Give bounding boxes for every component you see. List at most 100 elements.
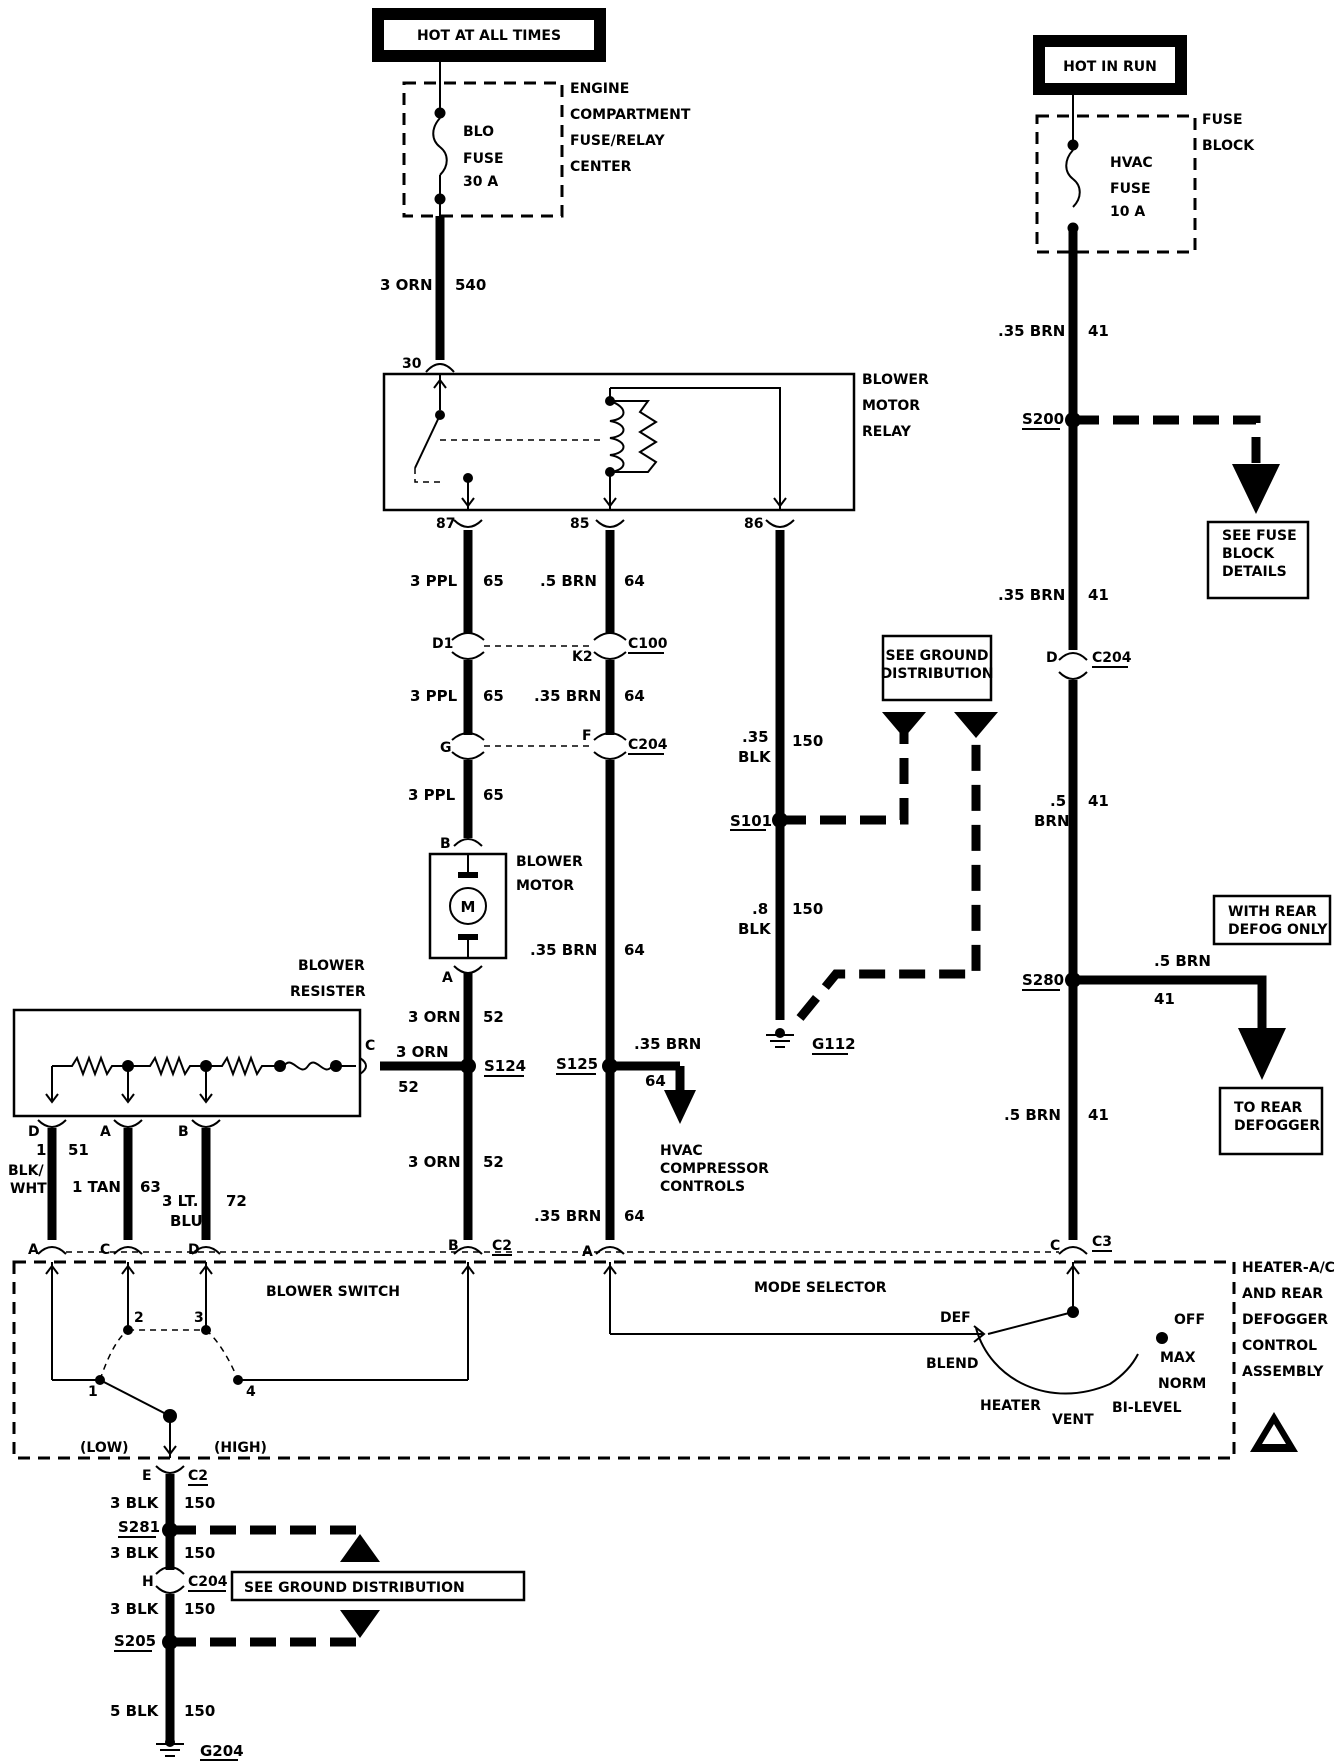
splice-s200: S200	[1022, 410, 1064, 428]
svg-text:51: 51	[68, 1141, 89, 1159]
blower-motor-relay	[382, 372, 856, 512]
svg-text:BLOCK: BLOCK	[1222, 546, 1275, 562]
svg-text:COMPARTMENT: COMPARTMENT	[570, 107, 691, 123]
svg-text:64: 64	[624, 941, 645, 959]
svg-text:150: 150	[792, 732, 823, 750]
svg-text:150: 150	[184, 1600, 215, 1618]
hot-in-run-label: HOT IN RUN	[1063, 59, 1157, 75]
svg-text:BLK: BLK	[738, 920, 772, 938]
svg-text:.35 BRN: .35 BRN	[634, 1035, 701, 1053]
relay-pin-87: 87	[436, 516, 455, 532]
svg-text:CENTER: CENTER	[570, 159, 632, 175]
svg-text:.8: .8	[752, 900, 768, 918]
svg-text:B: B	[448, 1238, 459, 1254]
svg-text:WITH REAR: WITH REAR	[1228, 904, 1317, 920]
blo-fuse-line1: BLO	[463, 124, 494, 140]
connector-c100: C100	[628, 636, 668, 652]
engine-compartment-label: ENGINE COMPARTMENT FUSE/RELAY CENTER	[570, 81, 691, 175]
svg-text:K2: K2	[572, 649, 593, 665]
svg-text:DISTRIBUTION: DISTRIBUTION	[881, 666, 994, 682]
svg-text:.35 BRN: .35 BRN	[998, 322, 1065, 340]
fuse-block-label: FUSE BLOCK	[1202, 112, 1255, 154]
svg-text:CONTROL: CONTROL	[1242, 1338, 1317, 1354]
hot-at-all-times-label: HOT AT ALL TIMES	[417, 28, 561, 44]
svg-text:10 A: 10 A	[1110, 204, 1145, 220]
svg-text:MOTOR: MOTOR	[862, 398, 920, 414]
svg-text:.35 BRN: .35 BRN	[534, 687, 601, 705]
blo-fuse-line3: 30 A	[463, 174, 498, 190]
hvac-compressor-label: HVAC COMPRESSOR CONTROLS	[660, 1143, 769, 1195]
see-fuse-block-details: SEE FUSE BLOCK DETAILS	[1206, 520, 1310, 600]
to-rear-defogger: TO REAR DEFOGGER	[1218, 1086, 1324, 1156]
svg-text:150: 150	[184, 1702, 215, 1720]
svg-text:DEFOG ONLY: DEFOG ONLY	[1228, 922, 1328, 938]
svg-text:WHT: WHT	[10, 1181, 47, 1197]
svg-text:64: 64	[624, 687, 645, 705]
esd-warning-icon	[1250, 1412, 1298, 1452]
svg-text:(HIGH): (HIGH)	[214, 1440, 267, 1456]
svg-text:BLOWER: BLOWER	[516, 854, 583, 870]
svg-text:MOTOR: MOTOR	[516, 878, 574, 894]
svg-text:41: 41	[1088, 586, 1109, 604]
svg-text:150: 150	[184, 1544, 215, 1562]
splice-s101: S101	[730, 812, 772, 830]
relay-pin-30: 30	[402, 356, 422, 372]
hot-in-run-box: HOT IN RUN	[1033, 35, 1187, 95]
splice-s280: S280	[1022, 971, 1064, 989]
blo-fuse-line2: FUSE	[463, 151, 504, 167]
svg-text:41: 41	[1154, 990, 1175, 1008]
svg-text:3 LT.: 3 LT.	[162, 1192, 198, 1210]
blo-fuse: BLO FUSE 30 A	[402, 62, 564, 218]
blower-motor-label: BLOWER MOTOR	[516, 854, 583, 894]
svg-text:1: 1	[88, 1384, 98, 1400]
svg-text:.35 BRN: .35 BRN	[530, 941, 597, 959]
ground-g204-label: G204	[200, 1742, 244, 1760]
svg-text:D: D	[188, 1242, 200, 1258]
svg-text:3 ORN: 3 ORN	[408, 1008, 461, 1026]
svg-text:HEATER-A/C: HEATER-A/C	[1242, 1260, 1335, 1276]
svg-text:DEFOGGER: DEFOGGER	[1234, 1118, 1320, 1134]
svg-text:CONTROLS: CONTROLS	[660, 1179, 745, 1195]
svg-text:E: E	[142, 1468, 152, 1484]
svg-text:H: H	[142, 1574, 154, 1590]
svg-text:.35 BRN: .35 BRN	[534, 1207, 601, 1225]
svg-text:FUSE: FUSE	[1202, 112, 1243, 128]
svg-text:BRN: BRN	[1034, 812, 1070, 830]
svg-text:1 TAN: 1 TAN	[72, 1178, 121, 1196]
svg-text:65: 65	[483, 572, 504, 590]
svg-text:64: 64	[624, 572, 645, 590]
svg-text:BLK/: BLK/	[8, 1163, 44, 1179]
svg-text:BLOWER: BLOWER	[298, 958, 365, 974]
ground-g204	[156, 1737, 184, 1757]
svg-text:C: C	[365, 1038, 375, 1054]
svg-text:D: D	[1046, 650, 1058, 666]
svg-text:B: B	[178, 1124, 189, 1140]
svg-text:BLOWER: BLOWER	[862, 372, 929, 388]
svg-text:C: C	[100, 1242, 110, 1258]
svg-text:52: 52	[483, 1008, 504, 1026]
svg-text:VENT: VENT	[1052, 1412, 1094, 1428]
blower-switch-label: BLOWER SWITCH	[266, 1284, 400, 1300]
see-ground-distribution-bottom: SEE GROUND DISTRIBUTION	[230, 1570, 526, 1602]
splice-s124: S124	[484, 1057, 526, 1075]
with-rear-defog-only: WITH REAR DEFOG ONLY	[1212, 894, 1332, 946]
svg-text:D1: D1	[432, 636, 453, 652]
svg-text:DEFOGGER: DEFOGGER	[1242, 1312, 1328, 1328]
relay-pin-86: 86	[744, 516, 763, 532]
svg-text:.5: .5	[1050, 792, 1066, 810]
svg-text:MAX: MAX	[1160, 1350, 1196, 1366]
svg-text:C3: C3	[1092, 1234, 1112, 1250]
svg-text:3 BLK: 3 BLK	[110, 1600, 160, 1618]
svg-text:ENGINE: ENGINE	[570, 81, 629, 97]
svg-text:150: 150	[792, 900, 823, 918]
hvac-fuse: HVAC FUSE 10 A	[1035, 95, 1197, 254]
svg-text:3 PPL: 3 PPL	[410, 687, 458, 705]
svg-text:3 BLK: 3 BLK	[110, 1494, 160, 1512]
svg-text:3 BLK: 3 BLK	[110, 1544, 160, 1562]
svg-text:.5 BRN: .5 BRN	[1004, 1106, 1061, 1124]
svg-text:2: 2	[134, 1310, 144, 1326]
see-ground-distribution-top: SEE GROUND DISTRIBUTION	[881, 634, 994, 702]
svg-text:FUSE/RELAY: FUSE/RELAY	[570, 133, 665, 149]
svg-text:COMPRESSOR: COMPRESSOR	[660, 1161, 769, 1177]
